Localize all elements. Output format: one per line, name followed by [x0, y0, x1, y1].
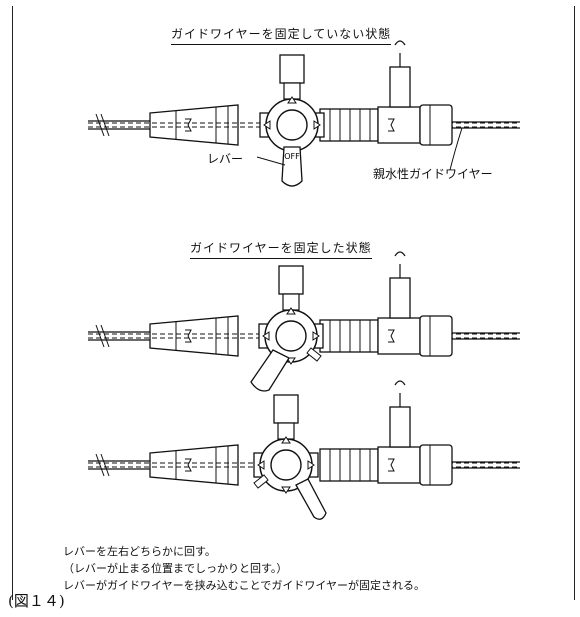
unlocked-title: ガイドワイヤーを固定していない状態: [171, 25, 392, 45]
note-line: レバーを左右どちらかに回す。: [63, 545, 216, 558]
figure-caption: (図１４): [8, 592, 65, 610]
locked-assembly-left: [87, 380, 521, 520]
lever-label: レバー: [207, 152, 244, 166]
instruction-notes: レバーを左右どちらかに回す。 （レバーが止まる位置までしっかりと回す。） レバー…: [63, 543, 425, 594]
figure-frame: [12, 6, 575, 600]
unlocked-assembly: OFF: [87, 40, 521, 187]
guidewire-label: 親水性ガイドワイヤー: [373, 167, 493, 181]
guidewire-callout-line: [449, 127, 463, 171]
lever-off-mark: OFF: [284, 152, 300, 161]
lever-callout-line: [256, 156, 286, 166]
note-line: （レバーが止まる位置までしっかりと回す。）: [63, 562, 288, 575]
locked-assembly-right: [87, 251, 521, 392]
note-line: レバーがガイドワイヤーを挟み込むことでガイドワイヤーが固定される。: [63, 579, 426, 592]
locked-title: ガイドワイヤーを固定した状態: [190, 239, 372, 259]
